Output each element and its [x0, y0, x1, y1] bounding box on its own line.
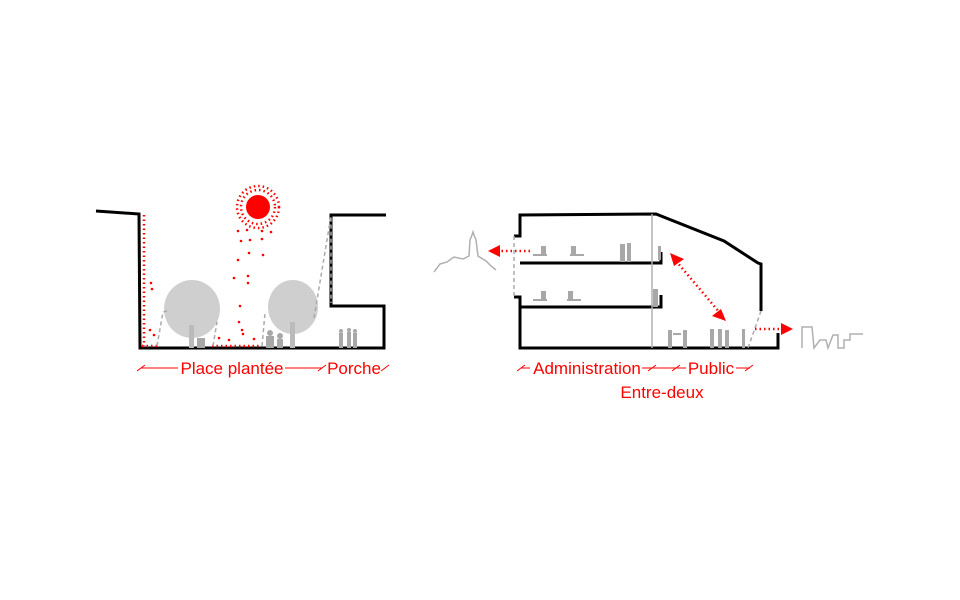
- left-building-outline: [95, 209, 386, 350]
- glazing: [747, 310, 762, 349]
- middle-floor: [520, 295, 663, 309]
- label-public: Public: [688, 359, 735, 378]
- people-icon: [197, 328, 357, 348]
- view-line: [261, 312, 266, 347]
- view-line: [156, 310, 168, 347]
- tree-icon: [164, 280, 220, 348]
- label-place-plantee: Place plantée: [180, 359, 283, 378]
- dimension-line-left: [136, 364, 390, 372]
- view-line: [313, 215, 332, 319]
- people-icon: [533, 243, 745, 348]
- right-building-base: [514, 295, 780, 350]
- city-skyline-icon: [801, 326, 863, 351]
- village-skyline-icon: [433, 229, 497, 273]
- double-arrow-icon: [670, 253, 726, 321]
- sun-rays: [148, 228, 273, 342]
- label-entre-deux: Entre-deux: [620, 383, 704, 402]
- tree-icon: [268, 280, 318, 348]
- arrow-left-icon: [488, 245, 530, 257]
- arrow-right-icon: [755, 323, 793, 335]
- label-administration: Administration: [533, 359, 641, 378]
- right-section: Administration Public Entre-deux: [433, 212, 863, 402]
- sun-icon: [235, 184, 281, 230]
- left-section: Place plantée Porche: [95, 184, 390, 378]
- label-porche: Porche: [327, 359, 381, 378]
- right-building-outline: [514, 212, 763, 311]
- dimension-line-right: [516, 364, 754, 372]
